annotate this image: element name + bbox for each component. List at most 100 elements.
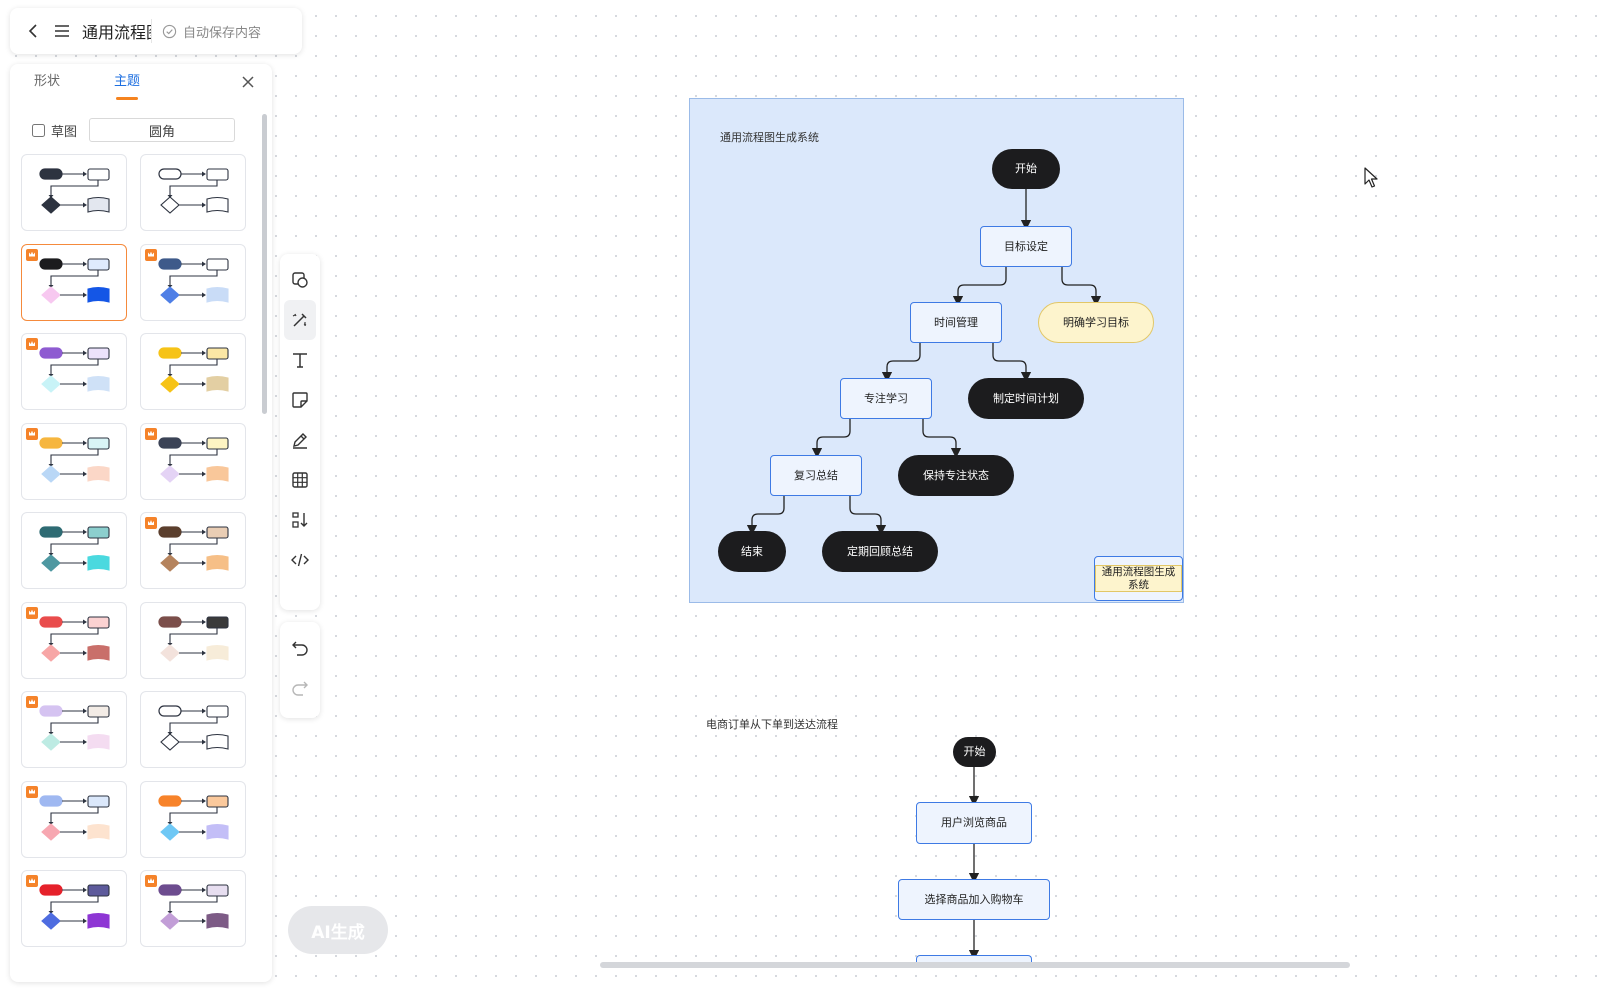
theme-preview xyxy=(39,526,110,572)
text-icon xyxy=(293,353,307,368)
theme-preview xyxy=(39,705,110,751)
f2-node-next-partial[interactable] xyxy=(916,955,1032,965)
panel-tabs: 形状 主题 xyxy=(10,64,272,100)
undo-button[interactable] xyxy=(284,628,316,668)
pen-icon xyxy=(293,433,307,449)
theme-preview xyxy=(158,168,229,214)
back-button[interactable] xyxy=(20,17,48,45)
node-clear-goal[interactable]: 明确学习目标 xyxy=(1038,302,1154,343)
magic-tool[interactable] xyxy=(284,300,316,340)
theme-option[interactable] xyxy=(140,691,246,768)
edge-goal-time xyxy=(952,267,1007,307)
chevron-left-icon xyxy=(28,24,37,38)
theme-option[interactable] xyxy=(21,601,127,679)
theme-option[interactable] xyxy=(140,243,246,321)
theme-preview xyxy=(158,794,229,841)
edge-goal-clear xyxy=(1061,267,1102,307)
theme-option[interactable] xyxy=(140,780,246,858)
tab-shapes[interactable]: 形状 xyxy=(34,74,61,89)
node-time[interactable]: 时间管理 xyxy=(910,302,1002,343)
theme-option[interactable] xyxy=(21,243,127,321)
minimap-label: 通用流程图生成系统 xyxy=(1095,564,1182,593)
corner-style-select[interactable]: 圆角 xyxy=(89,118,236,142)
hamburger-icon xyxy=(55,25,69,37)
theme-option[interactable] xyxy=(140,154,246,231)
top-bar: 通用流程图 自动保存内容 xyxy=(10,8,302,54)
ai-generate-button[interactable]: AI生成 xyxy=(288,906,388,954)
edge-review-regular xyxy=(849,496,887,536)
table-tool[interactable] xyxy=(284,460,316,500)
crown-badge-icon xyxy=(145,517,157,529)
crown-badge-icon xyxy=(26,785,38,798)
f2-node-cart[interactable]: 选择商品加入购物车 xyxy=(898,879,1050,920)
node-regular-review[interactable]: 定期回顾总结 xyxy=(822,531,938,572)
frame-title[interactable]: 通用流程图生成系统 xyxy=(720,131,819,144)
theme-option[interactable] xyxy=(140,422,246,500)
theme-option[interactable] xyxy=(21,333,127,410)
f2-node-start[interactable]: 开始 xyxy=(953,737,996,767)
sketch-label: 草图 xyxy=(51,124,78,140)
sticky-note-icon xyxy=(292,392,308,408)
history-bar xyxy=(280,622,320,718)
shapes-tool[interactable] xyxy=(284,260,316,300)
node-end[interactable]: 结束 xyxy=(718,531,786,572)
crown-badge-icon xyxy=(26,606,38,619)
sort-icon xyxy=(292,512,308,528)
panel-scrollbar[interactable] xyxy=(262,114,267,414)
theme-option[interactable] xyxy=(21,780,127,858)
canvas-horizontal-scrollbar[interactable] xyxy=(600,962,1350,968)
menu-button[interactable] xyxy=(48,17,76,45)
f2-node-browse[interactable]: 用户浏览商品 xyxy=(916,802,1032,844)
sort-tool[interactable] xyxy=(284,500,316,540)
theme-options: 草图 圆角 xyxy=(10,100,272,148)
edge-review-end xyxy=(746,496,785,536)
crown-badge-icon xyxy=(145,248,157,261)
theme-preview xyxy=(158,257,229,304)
crown-badge-icon xyxy=(145,427,157,440)
crown-badge-icon xyxy=(145,875,157,887)
theme-option[interactable] xyxy=(21,422,127,500)
redo-icon xyxy=(292,681,308,696)
sticky-note-tool[interactable] xyxy=(284,380,316,420)
theme-preview xyxy=(39,884,110,930)
sketch-toggle[interactable]: 草图 xyxy=(32,121,77,140)
sketch-checkbox[interactable] xyxy=(32,123,45,137)
text-tool[interactable] xyxy=(284,340,316,380)
theme-option[interactable] xyxy=(21,870,127,947)
flow1-edges xyxy=(746,189,1102,536)
flow2-title[interactable]: 电商订单从下单到送达流程 xyxy=(706,718,838,731)
theme-option[interactable] xyxy=(140,333,246,410)
code-tool[interactable] xyxy=(284,540,316,580)
theme-preview xyxy=(158,436,229,483)
theme-option[interactable] xyxy=(140,870,246,947)
document-title[interactable]: 通用流程图 xyxy=(82,19,152,43)
theme-option[interactable] xyxy=(140,601,246,679)
theme-preview xyxy=(158,615,229,662)
theme-preview xyxy=(39,436,110,483)
theme-option[interactable] xyxy=(21,154,127,231)
close-panel-button[interactable] xyxy=(238,72,258,92)
minimap-thumbnail[interactable]: 通用流程图生成系统 xyxy=(1094,556,1183,601)
theme-preview xyxy=(158,526,229,572)
node-goal[interactable]: 目标设定 xyxy=(980,226,1072,267)
autosave-label: 自动保存内容 xyxy=(183,25,262,41)
theme-preview xyxy=(39,257,110,304)
edge-time-plan xyxy=(992,343,1032,383)
flowchart-frame[interactable]: 通用流程图生成系统 开始 目标设定 时间管理 明确学习目标 专注学习 制定时间计… xyxy=(689,98,1184,603)
theme-preview xyxy=(39,168,110,214)
redo-button[interactable] xyxy=(284,668,316,708)
tab-theme[interactable]: 主题 xyxy=(114,64,140,100)
node-keep-focus[interactable]: 保持专注状态 xyxy=(898,455,1014,496)
mouse-cursor-icon xyxy=(1364,167,1378,188)
theme-option[interactable] xyxy=(21,691,127,768)
theme-option[interactable] xyxy=(21,512,127,589)
theme-option[interactable] xyxy=(140,512,246,589)
node-review[interactable]: 复习总结 xyxy=(770,455,862,496)
pen-tool[interactable] xyxy=(284,420,316,460)
theme-panel: 形状 主题 草图 圆角 xyxy=(10,64,272,982)
node-plan[interactable]: 制定时间计划 xyxy=(968,378,1084,419)
theme-preview xyxy=(39,347,110,393)
node-start[interactable]: 开始 xyxy=(992,149,1060,189)
table-icon xyxy=(292,472,308,488)
node-focus[interactable]: 专注学习 xyxy=(840,378,932,419)
